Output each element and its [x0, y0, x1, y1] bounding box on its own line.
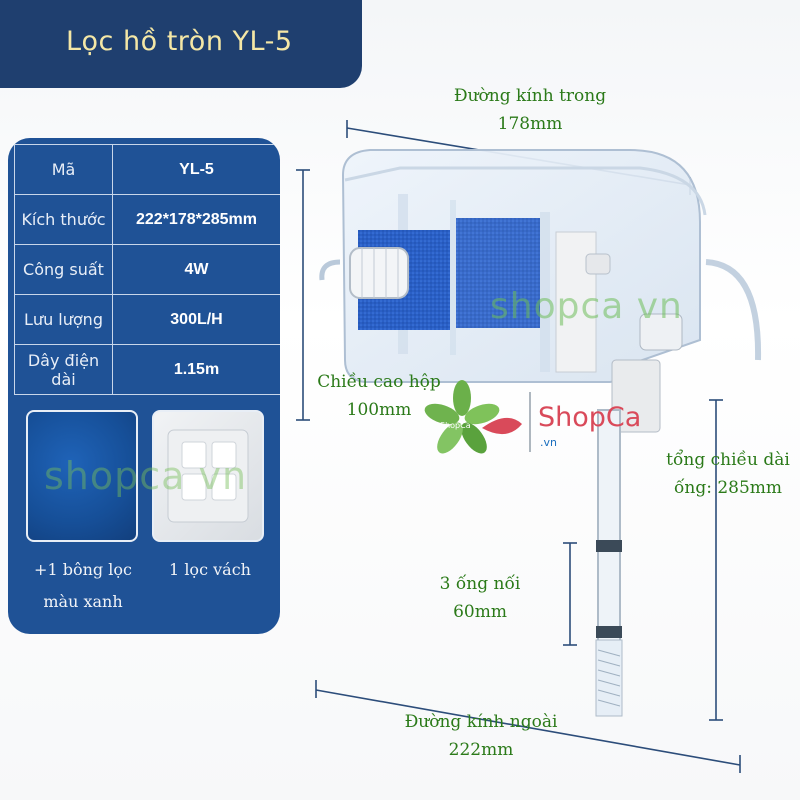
brand-mini: ShopCa [440, 421, 471, 430]
product-title: Lọc hồ tròn YL-5 [66, 26, 293, 57]
spec-value: 4W [112, 244, 280, 295]
spec-row: Mã YL-5 [14, 144, 280, 195]
spec-row: Dây điện dài 1.15m [14, 344, 280, 395]
partition-filter-image [152, 410, 264, 542]
spec-value: 1.15m [112, 344, 280, 395]
shopca-logo-flower [424, 380, 522, 454]
tube-length-value: ống: 285mm [673, 478, 783, 498]
spec-label: Dây điện dài [14, 344, 113, 395]
outer-diameter-line [315, 689, 741, 766]
spec-label: Lưu lượng [14, 294, 113, 345]
connectors-annotation: 3 ống nối 60mm [420, 570, 540, 626]
spec-label: Kích thước [14, 194, 113, 245]
spec-row: Lưu lượng 300L/H [14, 294, 280, 345]
mount-arm-right [705, 259, 762, 361]
mount-arm-left [319, 259, 341, 281]
tube-length-annotation: tổng chiều dài ống: 285mm [664, 446, 792, 502]
connectors-value: 60mm [453, 602, 507, 622]
spec-row: Công suất 4W [14, 244, 280, 295]
tube-length-label: tổng chiều dài [666, 450, 790, 470]
roller-cylinder [349, 247, 409, 299]
brand-domain: .vn [540, 436, 557, 449]
connectors-label: 3 ống nối [439, 574, 521, 594]
outer-diameter-label: Đường kính ngoài [404, 712, 558, 732]
spec-row: Kích thước 222*178*285mm [14, 194, 280, 245]
partition-caption: 1 lọc vách [169, 560, 251, 579]
outer-diameter-annotation: Đường kính ngoài 222mm [396, 708, 566, 764]
spec-panel: Mã YL-5 Kích thước 222*178*285mm Công su… [8, 138, 280, 634]
title-banner: Lọc hồ tròn YL-5 [0, 0, 362, 88]
partition-filter-icon [167, 429, 249, 523]
tube-strainer [595, 639, 623, 717]
inner-diameter-label: Đường kính trong [453, 86, 607, 106]
blue-sponge-caption: +1 bông lọc màu xanh [22, 554, 144, 618]
box-height-annotation: Chiều cao hộp 100mm [304, 368, 454, 424]
brand-name: ShopCa [538, 402, 642, 433]
spec-value: YL-5 [112, 144, 280, 195]
spec-value: 222*178*285mm [112, 194, 280, 245]
box-height-value: 100mm [346, 400, 412, 420]
blue-sponge-caption-line1: +1 bông lọc [34, 560, 132, 579]
spec-value: 300L/H [112, 294, 280, 345]
blue-sponge-image [26, 410, 138, 542]
watermark-illustration: shopca vn [490, 286, 683, 327]
sponge-right [456, 218, 540, 328]
spec-table: Mã YL-5 Kích thước 222*178*285mm Công su… [14, 144, 280, 395]
pump-body [611, 359, 661, 433]
inner-diameter-value: 178mm [497, 114, 563, 134]
inner-diameter-annotation: Đường kính trong 178mm [440, 82, 620, 138]
spec-label: Mã [14, 144, 113, 195]
watermark-panel: shopca vn [44, 454, 248, 498]
spec-label: Công suất [14, 244, 113, 295]
blue-sponge-caption-line2: màu xanh [43, 592, 123, 611]
box-height-label: Chiều cao hộp [317, 372, 441, 392]
outer-diameter-value: 222mm [448, 740, 514, 760]
